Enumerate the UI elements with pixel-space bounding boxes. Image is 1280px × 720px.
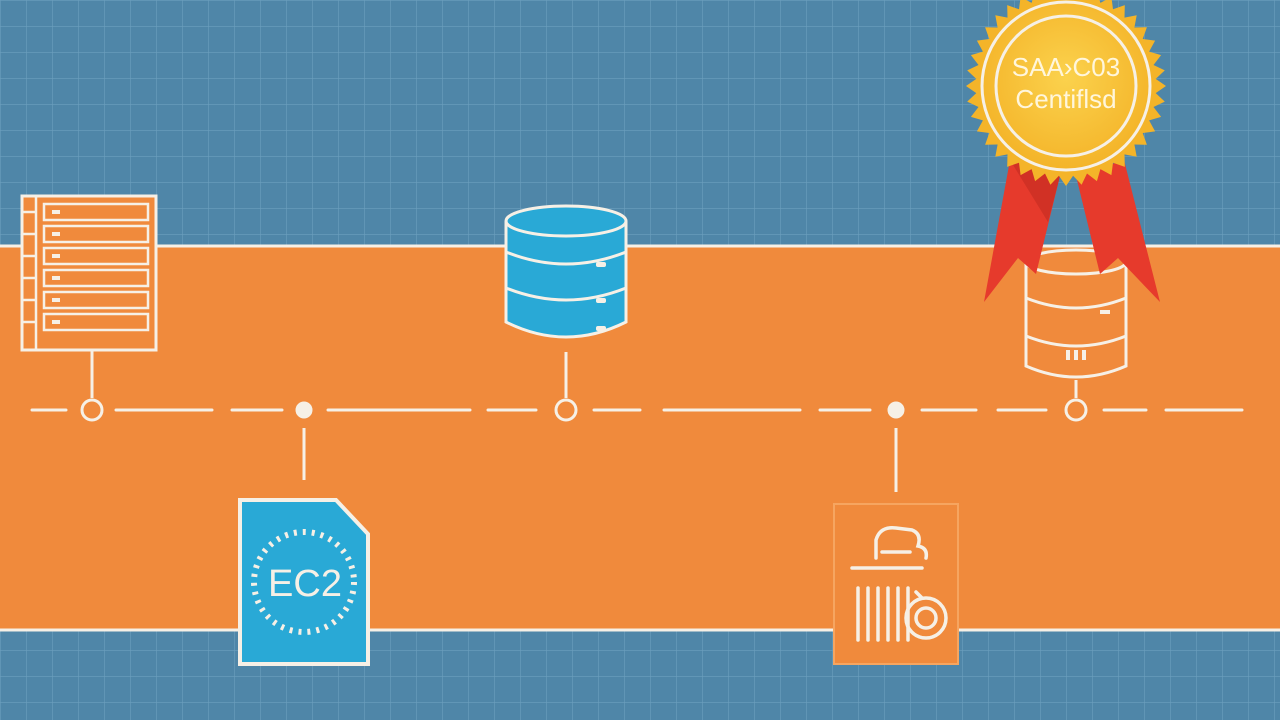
support-helpdesk-icon [833, 503, 959, 665]
timeline-node-3 [554, 398, 578, 422]
server-rack-icon [20, 194, 158, 352]
award-ribbon-icon [966, 0, 1166, 186]
ec2-label: EC2 [268, 563, 342, 605]
timeline-node-1 [80, 398, 104, 422]
badge-line-1: SAA›C03 [1012, 52, 1120, 82]
timeline-node-2 [295, 401, 313, 419]
ec2-chip-document-icon [238, 498, 370, 666]
database-icon [504, 204, 628, 339]
timeline-node-4 [887, 401, 905, 419]
timeline-node-5 [1064, 398, 1088, 422]
badge-line-2: Centiflsd [1015, 84, 1116, 114]
award-ribbon-tails [984, 160, 1160, 302]
database-small-icon [1024, 248, 1128, 379]
